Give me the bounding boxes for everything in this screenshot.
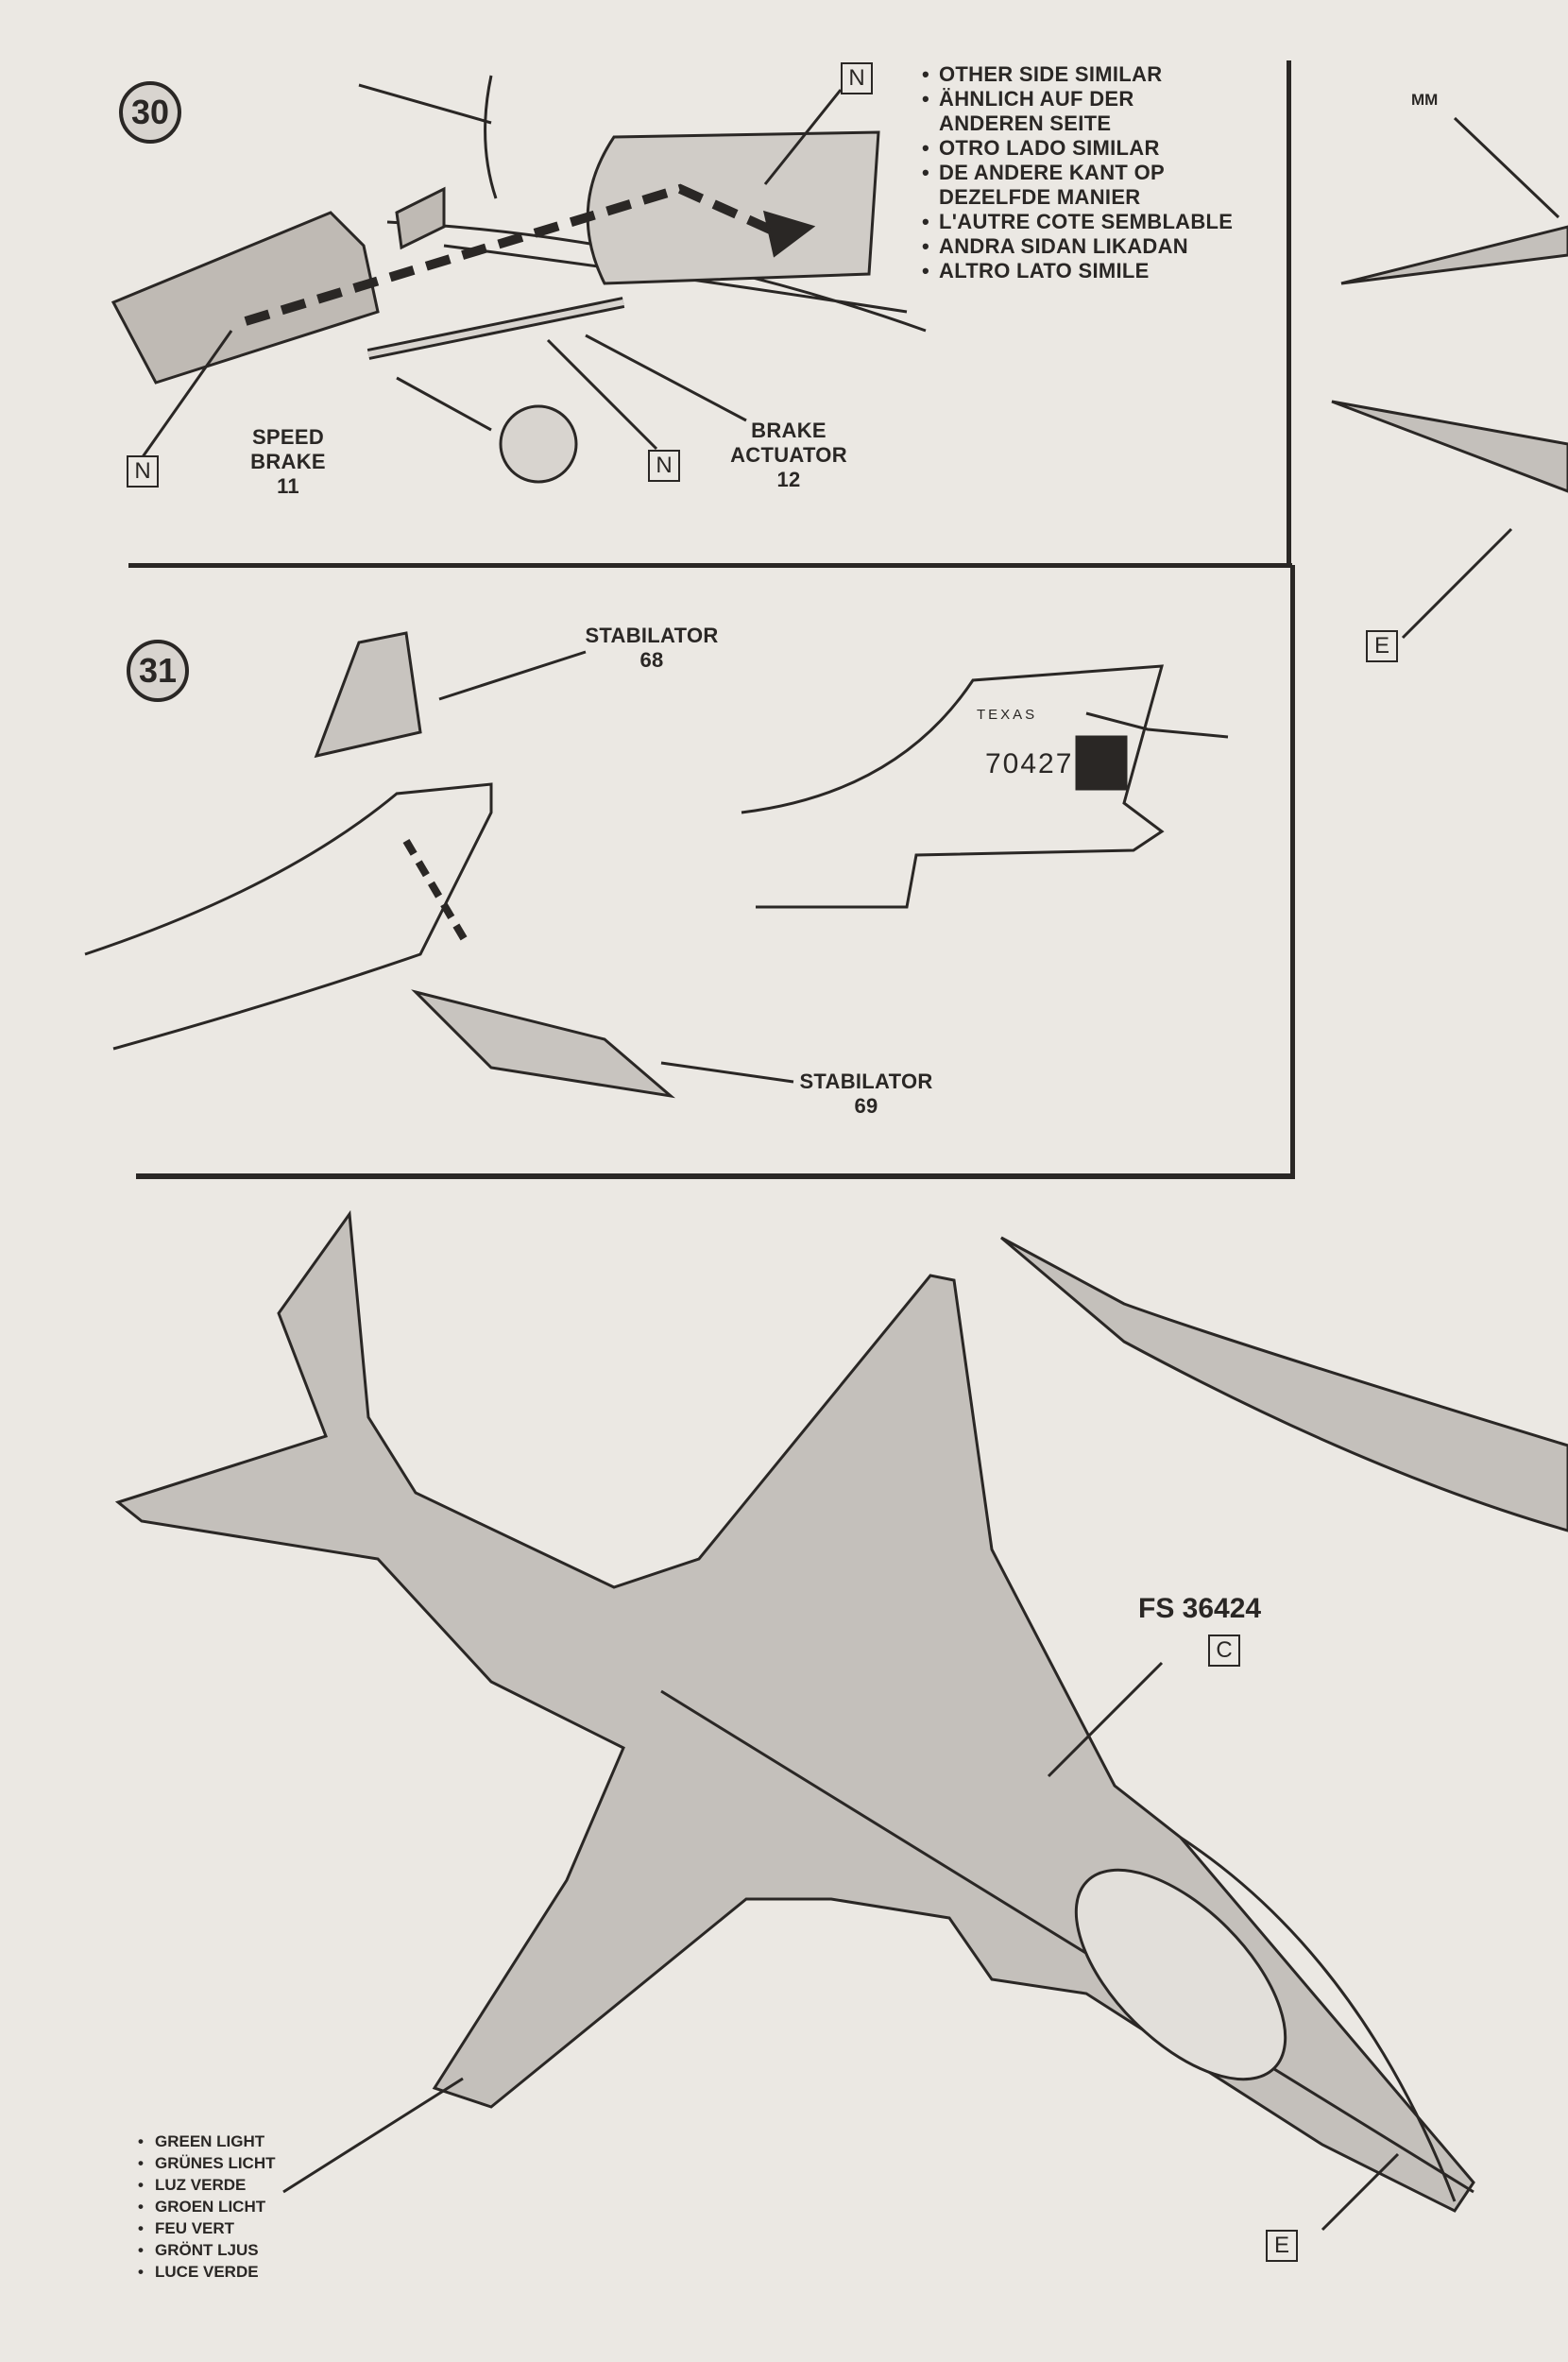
note: GRÜNES LICHT xyxy=(138,2152,327,2174)
marker-n: N xyxy=(127,455,159,488)
mm-label: MM xyxy=(1411,91,1439,109)
step-30-right-border xyxy=(1287,60,1291,567)
stabilator-68-label: STABILATOR 68 xyxy=(585,624,719,672)
note: GREEN LIGHT xyxy=(138,2131,327,2152)
tail-state-marking: TEXAS xyxy=(977,707,1038,723)
texas-flag xyxy=(1075,735,1128,791)
note: ALTRO LATO SIMILE xyxy=(922,259,1243,283)
color-code-label: FS 36424 xyxy=(1138,1593,1262,1624)
tail-serial-number: 70427 xyxy=(985,748,1074,779)
note: GROEN LICHT xyxy=(138,2196,327,2217)
step-31-number: 31 xyxy=(127,640,189,702)
speed-brake-label: SPEED BRAKE 11 xyxy=(250,425,326,498)
tail-fin-right xyxy=(741,664,1165,909)
note: FEU VERT xyxy=(138,2217,327,2239)
brake-actuator-label: BRAKE ACTUATOR 12 xyxy=(730,419,847,491)
marker-n: N xyxy=(648,450,680,482)
marker-c: C xyxy=(1208,1635,1240,1667)
green-light-notes: GREEN LIGHT GRÜNES LICHT LUZ VERDE GROEN… xyxy=(138,2131,327,2283)
marker-e: E xyxy=(1266,2230,1298,2262)
note: LUCE VERDE xyxy=(138,2261,327,2283)
step-30-number: 30 xyxy=(119,81,181,144)
stabilator-69-part xyxy=(411,989,675,1099)
note: ANDRA SIDAN LIKADAN xyxy=(922,234,1243,259)
aircraft-planform xyxy=(114,1209,1475,2213)
note: LUZ VERDE xyxy=(138,2174,327,2196)
note: ÄHNLICH AUF DER ANDEREN SEITE xyxy=(922,87,1243,136)
stabilator-69-label: STABILATOR 69 xyxy=(799,1070,933,1118)
step-31-right-border xyxy=(1290,565,1295,1177)
note: OTHER SIDE SIMILAR xyxy=(922,62,1243,87)
marker-n: N xyxy=(841,62,873,94)
note: DE ANDERE KANT OP DEZELFDE MANIER xyxy=(922,161,1243,210)
note: GRÖNT LJUS xyxy=(138,2239,327,2261)
other-side-similar-notes: OTHER SIDE SIMILAR ÄHNLICH AUF DER ANDER… xyxy=(922,62,1243,283)
note: OTRO LADO SIMILAR xyxy=(922,136,1243,161)
step-divider-1 xyxy=(128,563,1292,568)
step-divider-2 xyxy=(136,1173,1295,1179)
marker-e: E xyxy=(1366,630,1398,662)
note: L'AUTRE COTE SEMBLABLE xyxy=(922,210,1243,234)
stabilator-68-part xyxy=(314,631,422,759)
tail-fin-left xyxy=(84,782,493,1051)
